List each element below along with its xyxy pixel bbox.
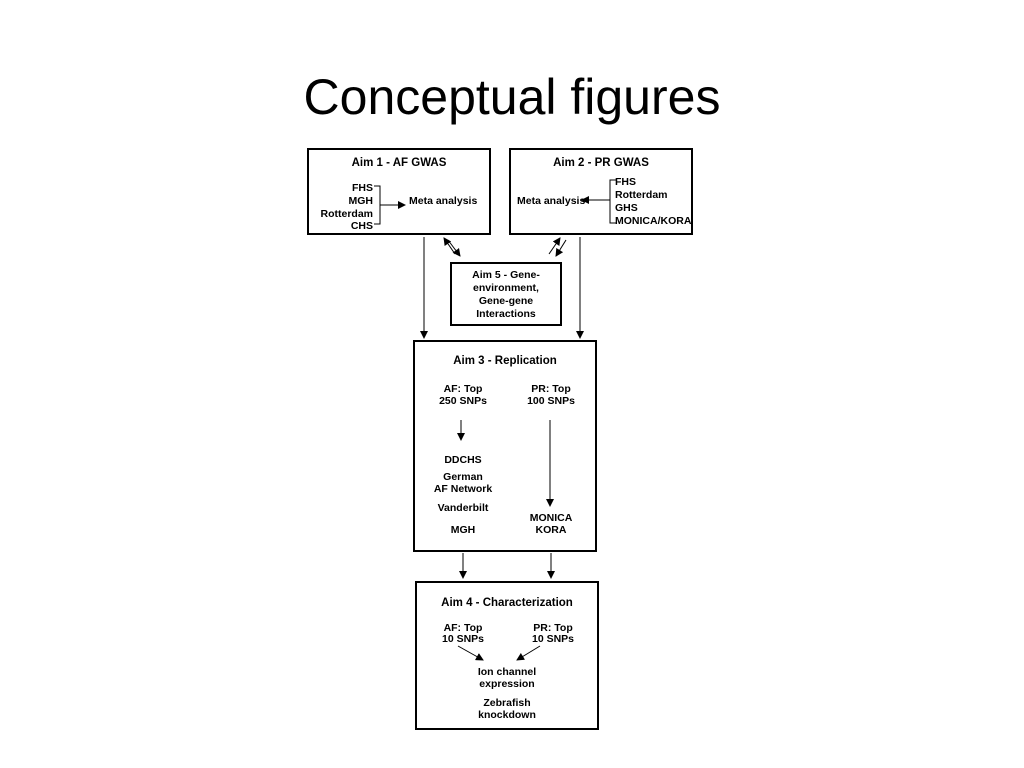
aim4-outcome-knockdown: knockdown (478, 709, 536, 721)
aim1-study-fhs: FHS (352, 182, 373, 194)
aim4-af-label-1: AF: Top (443, 622, 483, 634)
aim5-line-1: Aim 5 - Gene- (472, 269, 540, 281)
aim4-title: Aim 4 - Characterization (441, 597, 573, 609)
arrow-pr-top10-to-ion-channel (516, 645, 541, 661)
aim1-study-chs: CHS (350, 220, 373, 232)
aim4-box: Aim 4 - Characterization AF: Top 10 SNPs… (415, 581, 599, 730)
aim2-bracket (600, 179, 616, 224)
aim2-study-ghs: GHS (615, 202, 638, 214)
aim1-study-mgh: MGH (348, 195, 374, 207)
arrow-aim5-aim2-up (548, 237, 561, 255)
aim5-line-4: Interactions (476, 308, 536, 320)
aim5-line-3: Gene-gene (478, 295, 534, 307)
aim3-cohort-monica: MONICA (529, 512, 573, 524)
aim3-pr-label-1: PR: Top (531, 383, 571, 395)
aim2-meta-analysis: Meta analysis (517, 195, 586, 207)
aim4-af-label-2: 10 SNPs (441, 633, 485, 645)
arrow-aim2-aim5-down (555, 239, 567, 257)
aim1-meta-analysis: Meta analysis (409, 195, 478, 207)
aim3-pr-label-2: 100 SNPs (527, 395, 575, 407)
aim3-af-label-1: AF: Top (443, 383, 483, 395)
aim4-pr-label-2: 10 SNPs (531, 633, 575, 645)
aim3-af-label-2: 250 SNPs (439, 395, 487, 407)
aim4-outcome-zebrafish: Zebrafish (483, 697, 531, 709)
aim1-study-rotterdam: Rotterdam (320, 208, 373, 220)
aim1-title: Aim 1 - AF GWAS (351, 157, 447, 169)
aim5-box: Aim 5 - Gene- environment, Gene-gene Int… (450, 262, 562, 326)
aim4-pr-label-1: PR: Top (533, 622, 573, 634)
aim3-title: Aim 3 - Replication (453, 355, 557, 367)
aim3-box: Aim 3 - Replication AF: Top 250 SNPs PR:… (413, 340, 597, 552)
aim3-cohort-mgh: MGH (450, 524, 476, 536)
aim2-title: Aim 2 - PR GWAS (553, 157, 649, 169)
aim1-bracket (374, 185, 385, 225)
arrow-af-top10-to-ion-channel (457, 645, 484, 661)
aim2-study-monica-kora: MONICA/KORA (615, 215, 692, 227)
aim2-study-rotterdam: Rotterdam (615, 189, 668, 201)
slide-title: Conceptual figures (303, 69, 721, 125)
aim5-line-2: environment, (473, 282, 539, 294)
aim3-cohort-kora: KORA (535, 524, 567, 536)
aim4-outcome-ion-channel: Ion channel (477, 666, 537, 678)
aim2-box: Aim 2 - PR GWAS Meta analysis FHS Rotter… (509, 148, 693, 235)
aim1-box: Aim 1 - AF GWAS FHS MGH Rotterdam CHS Me… (307, 148, 491, 235)
arrow-aim1-aim5-down (447, 239, 461, 257)
aim3-cohort-vanderbilt: Vanderbilt (437, 502, 489, 514)
aim2-study-fhs: FHS (615, 176, 636, 188)
aim3-cohort-ddchs: DDCHS (444, 454, 482, 466)
arrow-aim5-aim1-up (443, 237, 456, 255)
aim4-outcome-expression: expression (479, 678, 535, 690)
aim3-cohort-af-network: AF Network (433, 483, 493, 495)
aim3-cohort-german: German (443, 471, 483, 483)
